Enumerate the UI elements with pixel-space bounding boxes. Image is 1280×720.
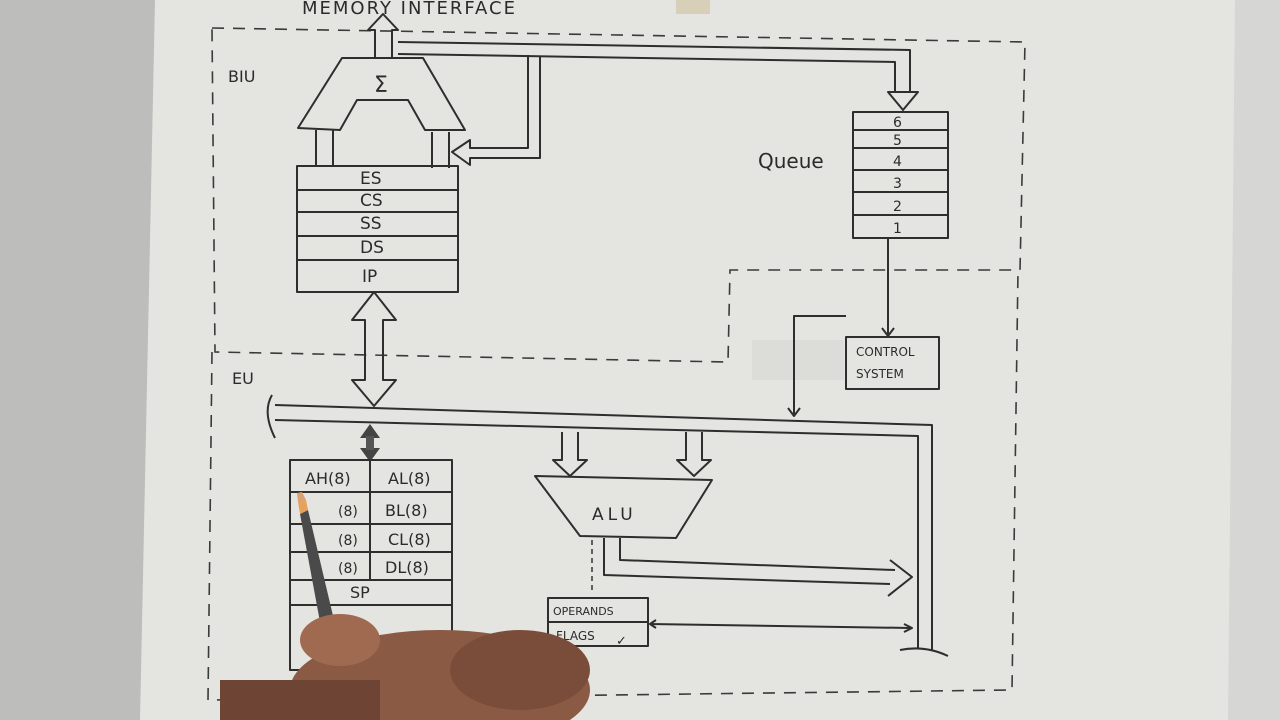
queue-slot-5: 5	[893, 133, 902, 149]
control-system-box	[845, 336, 940, 390]
biu-boundary	[211, 27, 1026, 363]
queue-label: Queue	[758, 149, 824, 173]
memory-up-arrow	[367, 13, 399, 58]
operands-label: OPERANDS	[553, 605, 614, 618]
memory-interface-title: MEMORY INTERFACE	[302, 0, 517, 19]
register-bus-arrow-shaft	[366, 436, 374, 450]
instruction-queue: 6 5 4 3 2 1	[852, 111, 949, 239]
queue-slot-2: 2	[893, 199, 902, 215]
control-to-bus-arrow	[787, 315, 846, 417]
biu-label: BIU	[228, 67, 255, 86]
alu-output-arrow	[603, 538, 913, 597]
register-cl: CL(8)	[388, 530, 431, 549]
eu-boundary	[207, 269, 1019, 701]
register-bus-arrow	[360, 424, 380, 462]
register-cs: CS	[360, 191, 383, 211]
register-es: ES	[360, 169, 382, 189]
adder-legs	[315, 130, 450, 168]
adder-shape	[297, 57, 466, 131]
erased-box	[752, 340, 844, 380]
biu-eu-double-arrow	[351, 291, 397, 407]
hand-with-pencil	[220, 492, 590, 720]
register-ah: AH(8)	[305, 469, 351, 488]
general-registers: AH(8) AL(8) (8) BL(8) (8) CL(8) (8) DL(8…	[289, 459, 453, 671]
segment-registers: ES CS SS DS IP	[296, 165, 459, 293]
queue-slot-4: 4	[893, 154, 902, 170]
queue-slot-6: 6	[893, 115, 902, 131]
register-dh: (8)	[338, 561, 358, 577]
bus-end	[899, 647, 949, 657]
control-label-2: SYSTEM	[856, 367, 904, 381]
register-sp: SP	[350, 583, 370, 602]
register-al: AL(8)	[388, 469, 431, 488]
flags-label: FLAGS	[556, 629, 595, 643]
register-ch: (8)	[338, 533, 358, 549]
queue-slot-3: 3	[893, 176, 902, 192]
flags-bus-arrow	[649, 619, 913, 633]
alu-label: ALU	[592, 505, 637, 525]
register-bl: BL(8)	[385, 501, 428, 520]
eu-bus	[266, 394, 933, 650]
feedback-arrow	[451, 55, 541, 166]
adder-symbol: Σ	[374, 73, 388, 98]
queue-slot-1: 1	[893, 221, 902, 237]
alu-shape	[534, 475, 713, 539]
register-bh: (8)	[338, 504, 358, 520]
register-ip: IP	[362, 267, 377, 287]
register-dl: DL(8)	[385, 558, 429, 577]
register-ds: DS	[360, 238, 384, 258]
paper-sheet	[140, 0, 1240, 720]
queue-bus-arrow	[397, 41, 919, 111]
register-ss: SS	[360, 214, 382, 234]
tape	[676, 0, 710, 14]
paper-edge	[1228, 0, 1280, 720]
control-label-1: CONTROL	[856, 345, 915, 359]
flags-check: ✓	[616, 634, 627, 649]
eu-label: EU	[232, 369, 254, 388]
